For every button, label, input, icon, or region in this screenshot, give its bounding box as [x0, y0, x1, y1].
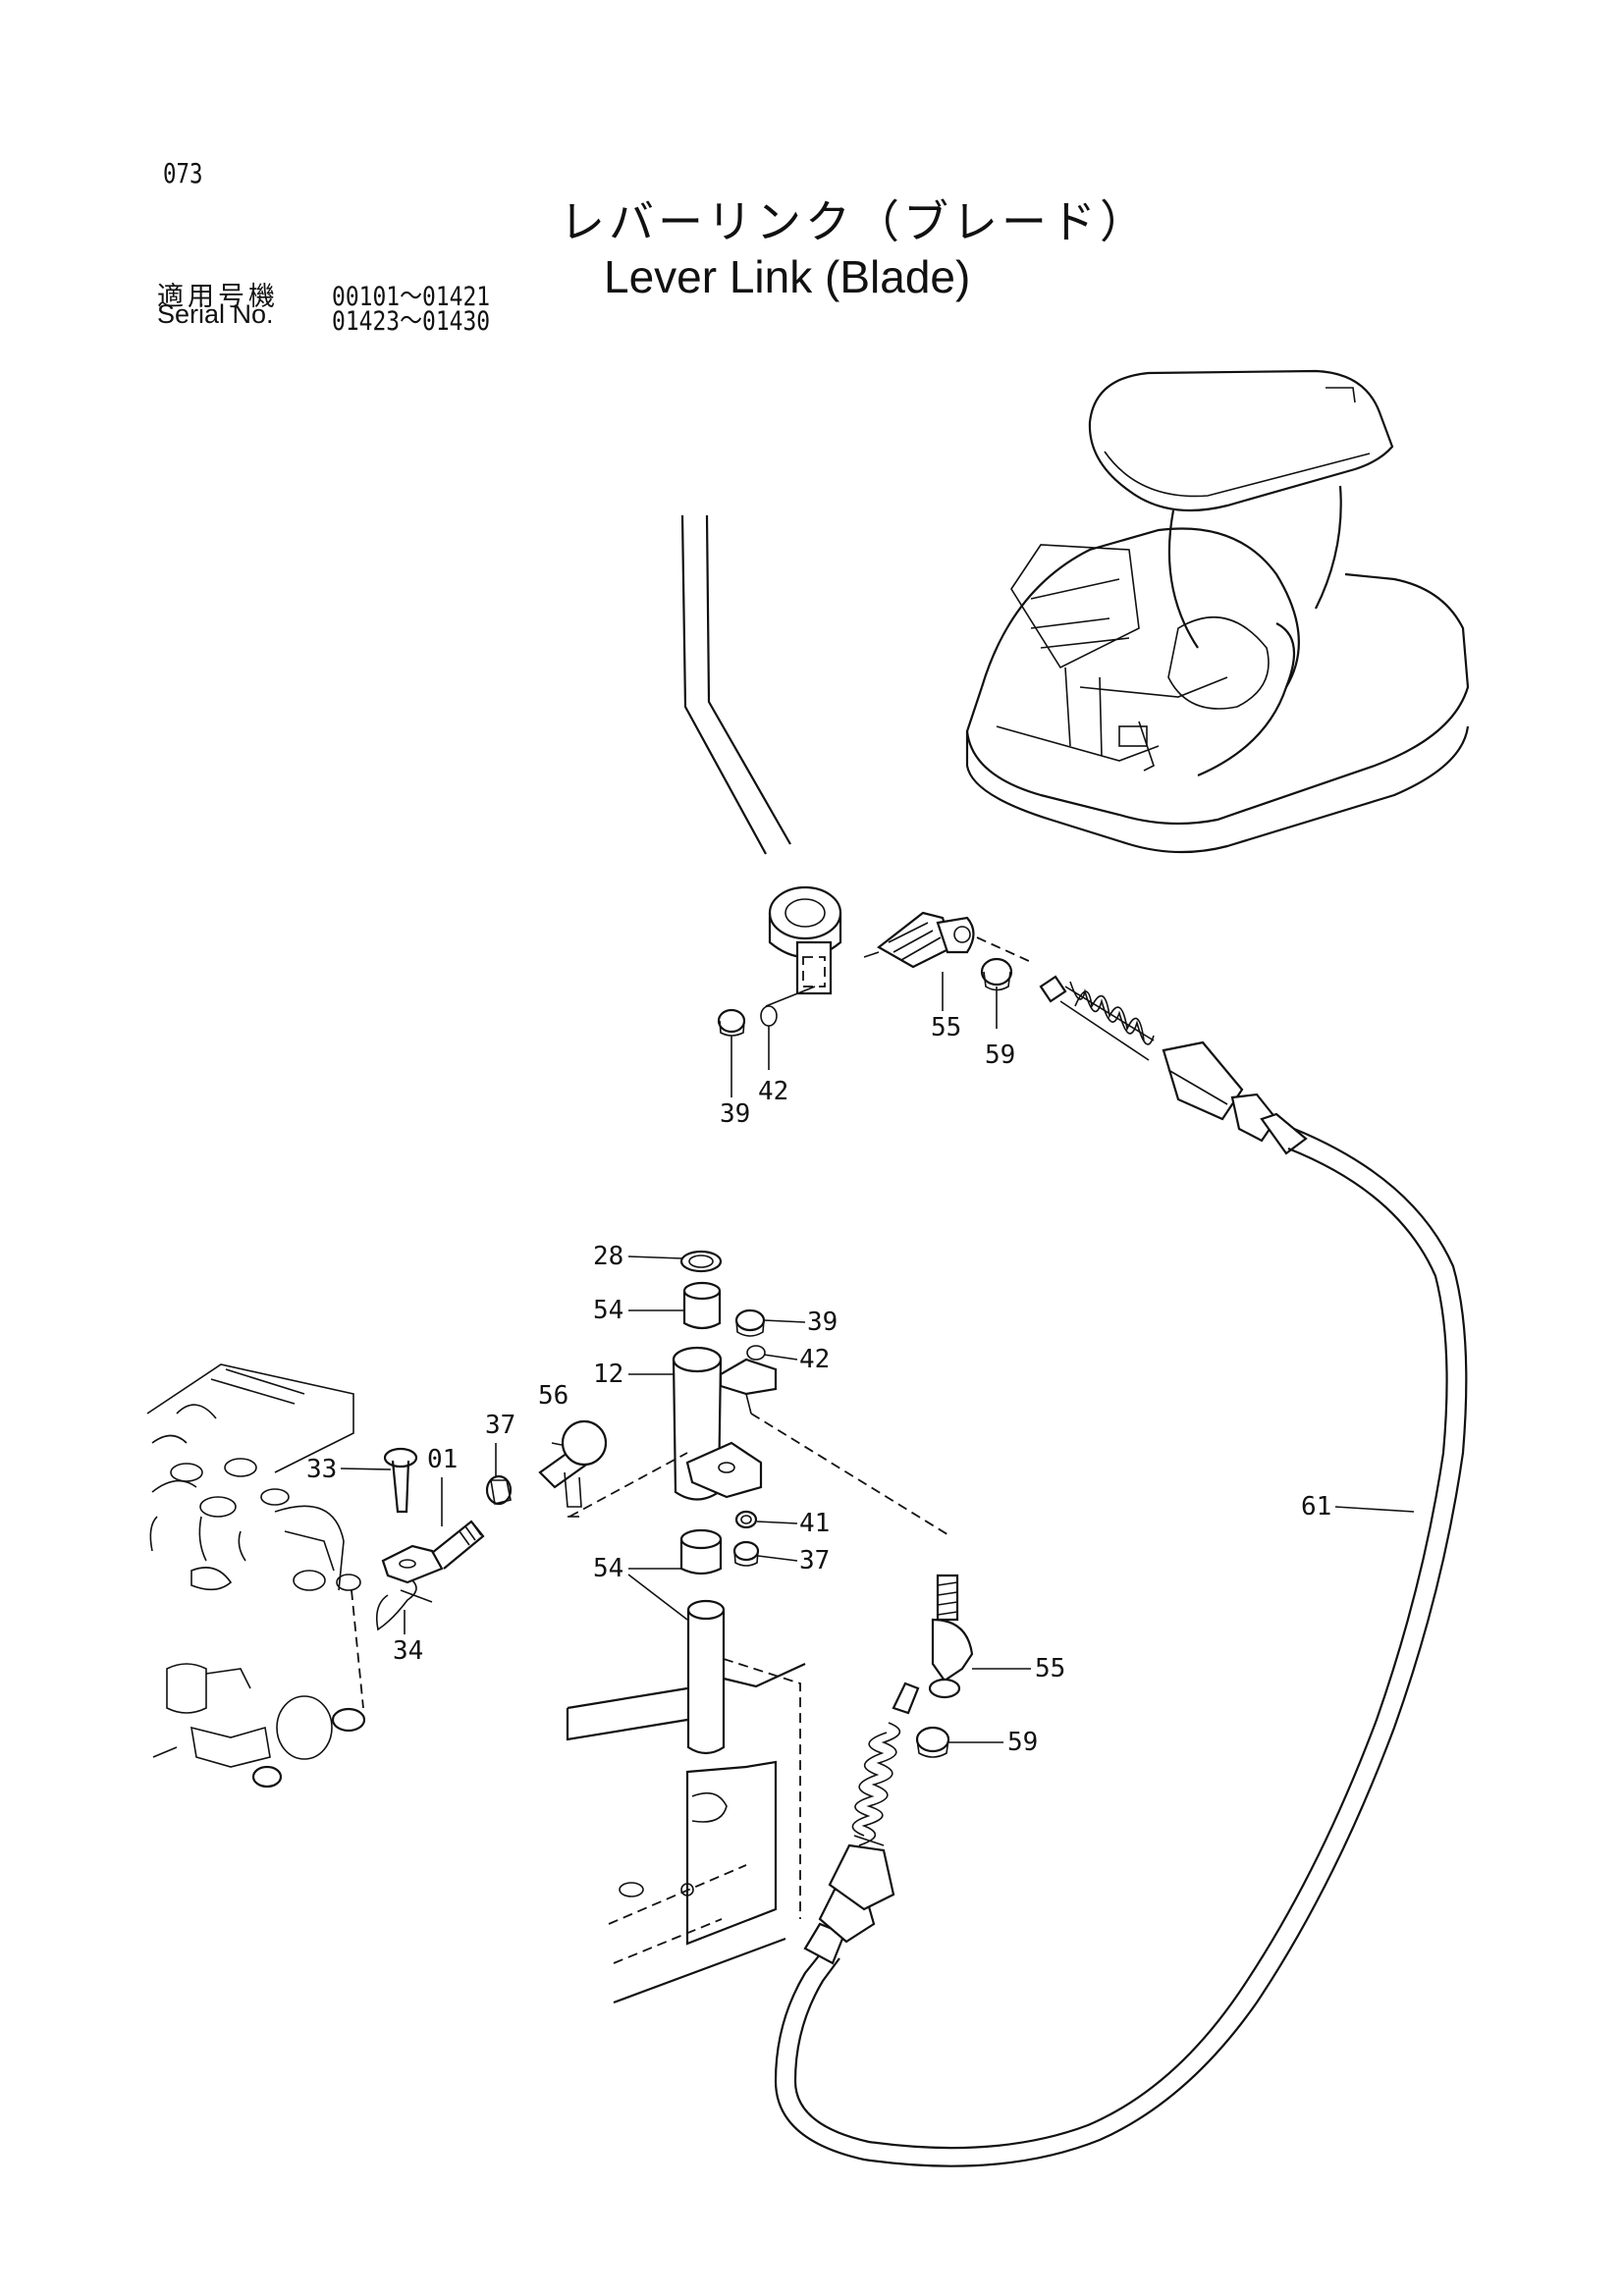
callout-42-middle: 42: [799, 1345, 830, 1374]
callout-61: 61: [1301, 1492, 1331, 1522]
callout-28: 28: [593, 1242, 623, 1271]
callout-59-lower: 59: [1007, 1728, 1038, 1757]
serial-label-japanese: 適用号機: [157, 282, 279, 311]
callout-33: 33: [306, 1455, 337, 1484]
control-lever: [680, 514, 842, 1007]
page-title-japanese: レバーリンク（ブレード）: [560, 195, 1149, 248]
upper-nuts: [717, 957, 1013, 1037]
callout-42-upper: 42: [758, 1077, 788, 1106]
serial-range-second: 01423～01430: [332, 306, 491, 337]
machine-overview-illustration: [965, 369, 1470, 854]
callout-39-upper: 39: [720, 1099, 750, 1129]
push-pull-cable: [774, 975, 1468, 2167]
upper-ball-joint: [863, 911, 1032, 969]
serial-label-english: Serial No.: [157, 299, 274, 329]
callout-12: 12: [593, 1360, 623, 1389]
serial-range-first: 00101～01421: [332, 282, 491, 312]
page-title-english: Lever Link (Blade): [604, 251, 971, 302]
callout-41: 41: [799, 1509, 830, 1538]
callout-leaders: [340, 972, 1415, 1743]
callout-01: 01: [427, 1445, 458, 1474]
lower-bracket-assembly: [566, 1250, 951, 2004]
control-valve: [146, 1363, 366, 1789]
callout-56: 56: [538, 1381, 568, 1411]
callout-37-upper: 37: [485, 1411, 515, 1440]
callout-59-upper: 59: [985, 1041, 1015, 1070]
clevis-pin-assembly: [375, 1419, 688, 1631]
callout-39-middle: 39: [807, 1308, 838, 1337]
callout-54-lower: 54: [593, 1554, 623, 1583]
callout-labels: 55 59 39 42 28 54 39 42 12 56 37 33 01 4…: [306, 1013, 1331, 1757]
callout-55-upper: 55: [931, 1013, 961, 1042]
callout-37-lower: 37: [799, 1546, 830, 1575]
callout-34: 34: [393, 1636, 423, 1666]
callout-55-lower: 55: [1035, 1654, 1065, 1683]
page-number: 073: [163, 157, 203, 189]
lower-ball-joint: [915, 1574, 974, 1758]
callout-54-upper: 54: [593, 1296, 623, 1325]
